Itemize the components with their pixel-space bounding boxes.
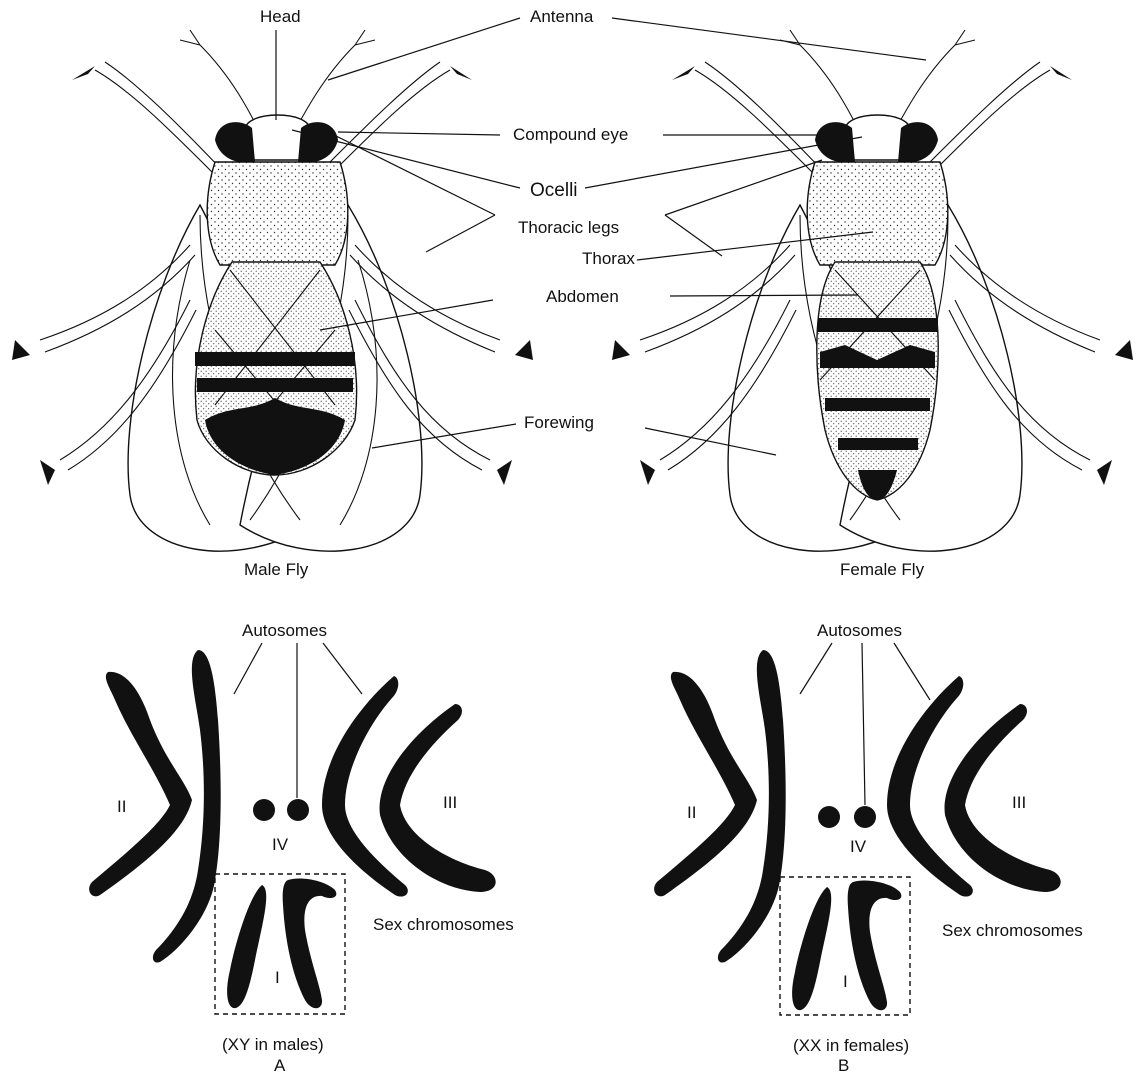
karyotype-B-chr-IV: IV [850,837,867,856]
label-antenna: Antenna [530,7,594,26]
chromosome-IV-right [287,799,309,821]
female-abdomen-stripe [818,318,938,332]
karyotype-A-chr-III: III [443,793,457,812]
male-fly [12,30,533,551]
male-abdomen-stripe [197,378,353,392]
karyotype-male: Autosomes II III IV I Sex chromosomes (X… [89,621,514,1075]
label-abdomen: Abdomen [546,287,619,306]
karyotype-B-panel-letter: B [838,1056,849,1075]
male-right-compound-eye [298,122,338,163]
karyotype-B-sex-chromosomes: Sex chromosomes [942,921,1083,940]
female-thorax [807,162,948,265]
karyotype-female: Autosomes II III IV I Sex chromosomes (X… [654,621,1083,1075]
karyotype-A-note: (XY in males) [222,1035,324,1054]
karyotype-A-chr-IV: IV [272,835,289,854]
caption-female-fly: Female Fly [840,560,925,579]
female-abdomen-stripe [838,438,918,450]
female-right-compound-eye [898,122,938,163]
chromosome-II-outer [89,672,192,896]
sex-chromosome-X [848,880,902,1010]
chromosome-III-outer [380,704,496,892]
label-compound-eye: Compound eye [513,125,628,144]
label-thorax: Thorax [582,249,635,268]
male-abdomen-stripe [195,352,355,366]
karyotype-B-autosomes: Autosomes [817,621,902,640]
label-thoracic-legs: Thoracic legs [518,218,619,237]
male-thorax [207,162,348,265]
sex-chromosome-X [227,885,266,1008]
label-ocelli: Ocelli [530,180,578,201]
karyotype-A-chr-II: II [117,797,126,816]
karyotype-A-chr-I: I [275,968,280,987]
caption-male-fly: Male Fly [244,560,309,579]
label-forewing: Forewing [524,413,594,432]
karyotype-B-chr-I: I [843,972,848,991]
female-abdomen-stripe [825,398,930,411]
sex-chromosome-X [792,887,831,1010]
male-left-compound-eye [215,122,255,163]
sex-chromosome-Y [283,878,337,1008]
karyotype-B-chr-III: III [1012,793,1026,812]
karyotype-B-note: (XX in females) [793,1036,909,1055]
label-head: Head [260,7,301,26]
chromosome-IV-right [854,806,876,828]
chromosome-IV-left [253,799,275,821]
female-fly [612,30,1133,551]
karyotype-A-panel-letter: A [274,1056,286,1075]
chromosome-IV-left [818,806,840,828]
chromosome-II-outer [654,672,757,896]
karyotype-B-chr-II: II [687,803,696,822]
chromosome-III-outer [945,704,1061,892]
karyotype-A-autosomes: Autosomes [242,621,327,640]
karyotype-A-sex-chromosomes: Sex chromosomes [373,915,514,934]
